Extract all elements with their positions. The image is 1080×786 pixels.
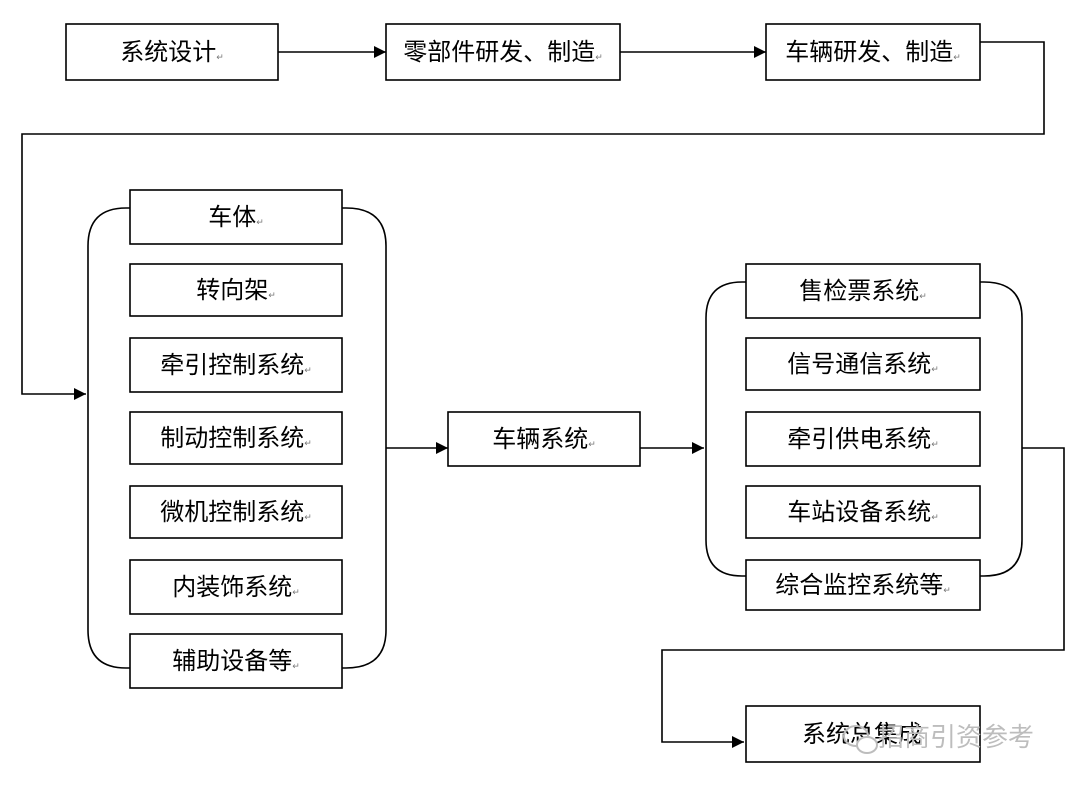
vehicle-item: 转向架↵ (129, 263, 343, 317)
svg-text:售检票系统↵: 售检票系统↵ (799, 277, 927, 305)
svg-text:系统设计↵: 系统设计↵ (120, 38, 224, 66)
vehicle-group-bracket (87, 207, 387, 669)
svg-text:车辆研发、制造↵: 车辆研发、制造↵ (785, 38, 961, 66)
svg-text:辅助设备等↵: 辅助设备等↵ (172, 647, 300, 675)
rail-item: 信号通信系统↵ (745, 337, 981, 391)
wechat-icon (843, 725, 878, 754)
arrow-rail-group-to-integration (661, 447, 1065, 748)
group-brackets (87, 207, 1023, 669)
watermark-text: 招商引资参考 (878, 723, 1034, 753)
svg-text:内装饰系统↵: 内装饰系统↵ (172, 573, 300, 601)
svg-text:综合监控系统等↵: 综合监控系统等↵ (775, 571, 951, 599)
rail-item: 综合监控系统等↵ (745, 559, 981, 611)
rail-item: 车站设备系统↵ (745, 485, 981, 539)
connectors (21, 41, 1065, 748)
svg-text:车站设备系统↵: 车站设备系统↵ (787, 498, 939, 526)
rail-item: 售检票系统↵ (745, 263, 981, 319)
vehicle-item: 车体↵ (129, 189, 343, 245)
svg-text:车体↵: 车体↵ (208, 203, 264, 231)
vehicle-item: 制动控制系统↵ (129, 411, 343, 465)
rail-group: 售检票系统↵ 信号通信系统↵ 牵引供电系统↵ 车站设备系统↵ 综合监控系统等↵ (745, 263, 981, 611)
svg-text:转向架↵: 转向架↵ (196, 276, 276, 304)
arrow-vehicle-rd-to-group (21, 41, 1045, 400)
rail-item: 牵引供电系统↵ (745, 411, 981, 467)
svg-text:微机控制系统↵: 微机控制系统↵ (160, 498, 312, 526)
vehicle-item: 微机控制系统↵ (129, 485, 343, 539)
box-system-design: 系统设计↵ (65, 23, 279, 81)
rail-group-bracket (705, 281, 1023, 577)
svg-text:牵引控制系统↵: 牵引控制系统↵ (160, 351, 312, 379)
box-vehicle-system: 车辆系统↵ (447, 411, 641, 467)
svg-text:信号通信系统↵: 信号通信系统↵ (787, 350, 939, 378)
box-component-rd: 零部件研发、制造↵ (385, 23, 621, 81)
vehicle-item: 牵引控制系统↵ (129, 337, 343, 393)
vehicle-item: 内装饰系统↵ (129, 559, 343, 615)
vehicle-group: 车体↵ 转向架↵ 牵引控制系统↵ 制动控制系统↵ 微机控制系统↵ (129, 189, 343, 689)
vehicle-item: 辅助设备等↵ (129, 633, 343, 689)
svg-text:制动控制系统↵: 制动控制系统↵ (160, 424, 312, 452)
box-vehicle-rd: 车辆研发、制造↵ (765, 23, 981, 81)
svg-text:零部件研发、制造↵: 零部件研发、制造↵ (403, 38, 603, 66)
svg-text:牵引供电系统↵: 牵引供电系统↵ (787, 425, 939, 453)
watermark: 招商引资参考 (843, 723, 1034, 754)
svg-text:车辆系统↵: 车辆系统↵ (492, 425, 596, 453)
